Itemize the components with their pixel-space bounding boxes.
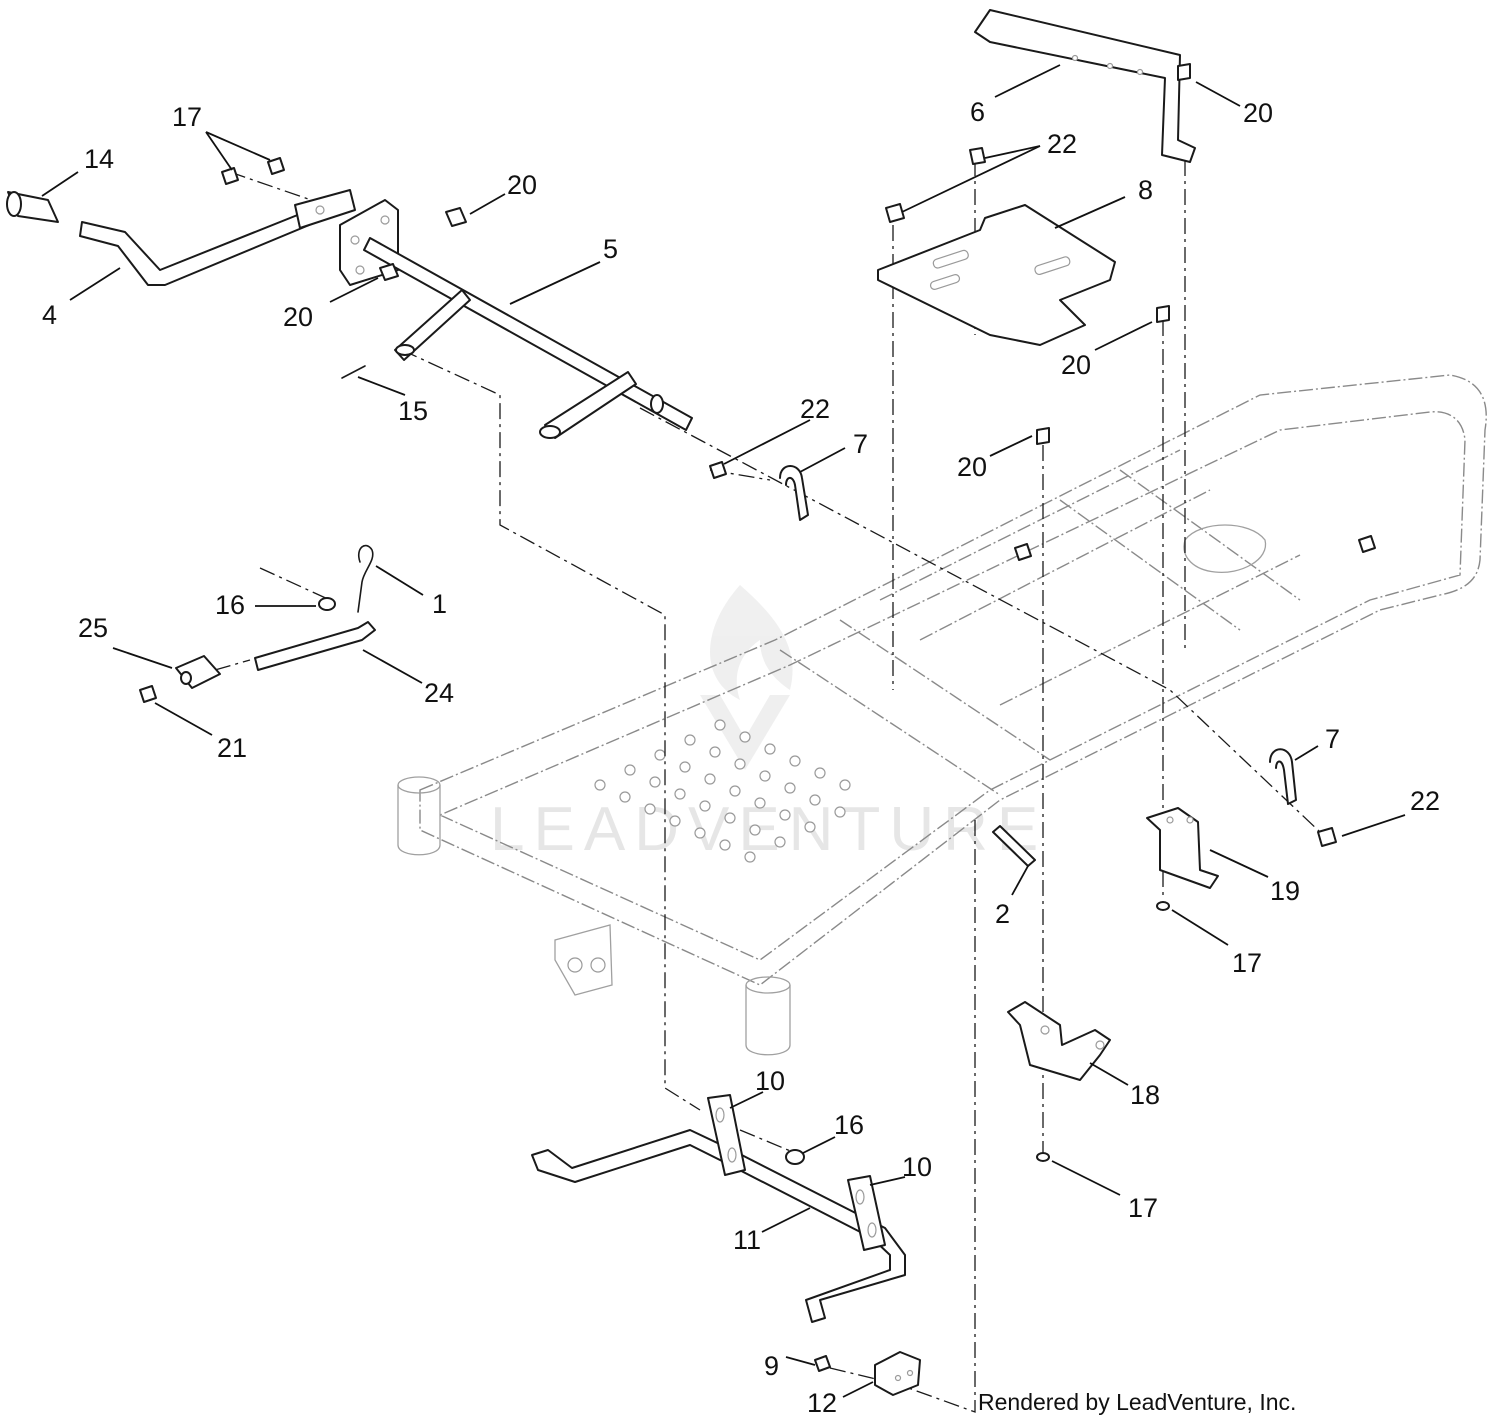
- part-11-pedal-rod: [531, 1129, 906, 1323]
- callout-22: 22: [800, 394, 830, 424]
- callout-17: 17: [1232, 948, 1262, 978]
- part-21-bolt: [139, 685, 157, 703]
- callout-17: 17: [1128, 1193, 1158, 1223]
- callout-22: 22: [1047, 129, 1077, 159]
- part-24-rod: [254, 621, 376, 671]
- callout-16: 16: [215, 590, 245, 620]
- alignment-lines: [214, 160, 1321, 1413]
- part-18-bracket: [1007, 1001, 1111, 1081]
- callout-6: 6: [970, 97, 985, 127]
- leader-lines: [41, 64, 1406, 1398]
- callout-18: 18: [1130, 1080, 1160, 1110]
- callout-15: 15: [398, 396, 428, 426]
- part-9-nut: [814, 1355, 831, 1372]
- render-credit: Rendered by LeadVenture, Inc.: [978, 1389, 1296, 1415]
- part-4-lift-lever: [79, 189, 356, 286]
- fasteners: [221, 63, 1376, 1162]
- callout-12: 12: [807, 1388, 837, 1418]
- part-12-block: [874, 1351, 921, 1396]
- part-8-plate: [877, 204, 1116, 346]
- callout-20: 20: [1061, 350, 1091, 380]
- footplate-holes: [594, 719, 851, 863]
- callout-9: 9: [764, 1351, 779, 1381]
- part-19-bracket: [1146, 807, 1219, 889]
- callout-5: 5: [603, 234, 618, 264]
- callout-19: 19: [1270, 876, 1300, 906]
- callout-25: 25: [78, 613, 108, 643]
- callout-8: 8: [1138, 175, 1153, 205]
- callout-21: 21: [217, 733, 247, 763]
- callout-10: 10: [902, 1152, 932, 1182]
- small-pins: [318, 365, 805, 1165]
- callout-20: 20: [283, 302, 313, 332]
- callouts: 14 17 20 4 20 5 15 6 20 22 8 20 22 7 20 …: [42, 97, 1440, 1418]
- part-6-bracket: [974, 9, 1196, 163]
- watermark-text: LEADVENTURE: [490, 795, 1047, 864]
- callout-20: 20: [1243, 98, 1273, 128]
- part-5-lift-shaft: [363, 237, 693, 439]
- part-10-brackets: [707, 1094, 886, 1251]
- callout-7: 7: [1325, 724, 1340, 754]
- callout-2: 2: [995, 899, 1010, 929]
- part-25-coupler: [175, 655, 221, 689]
- part-7-hooks: [779, 465, 1297, 805]
- callout-1: 1: [432, 589, 447, 619]
- callout-10: 10: [755, 1066, 785, 1096]
- callout-20: 20: [957, 452, 987, 482]
- callout-7: 7: [853, 429, 868, 459]
- part-14-handle-grip: [6, 191, 59, 223]
- main-frame: [397, 374, 1487, 1056]
- callout-14: 14: [84, 144, 114, 174]
- callout-22: 22: [1410, 786, 1440, 816]
- callout-16: 16: [834, 1110, 864, 1140]
- callout-20: 20: [507, 170, 537, 200]
- callout-17: 17: [172, 102, 202, 132]
- callout-24: 24: [424, 678, 454, 708]
- callout-4: 4: [42, 300, 57, 330]
- callout-11: 11: [733, 1225, 761, 1255]
